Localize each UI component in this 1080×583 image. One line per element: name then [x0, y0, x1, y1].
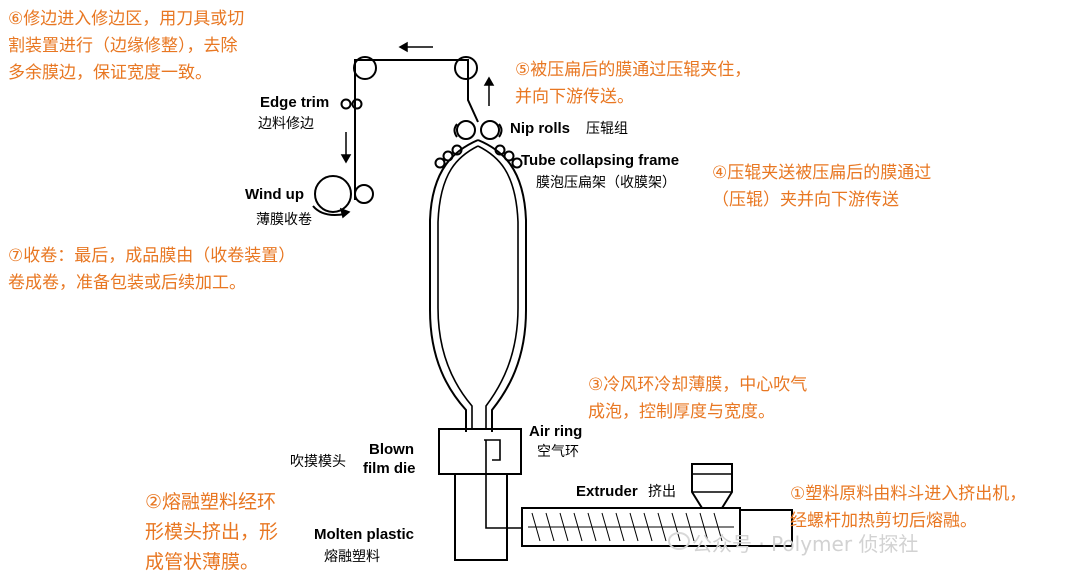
note-step2-die: ②熔融塑料经环 形模头挤出，形 成管状薄膜。 [145, 491, 279, 573]
nip-roll-right [480, 120, 500, 140]
note-step4-collapsing: ④压辊夹送被压扁后的膜通过 （压辊）夹并向下游传送 [712, 163, 932, 210]
die-channel [484, 439, 501, 461]
screw-flight [615, 512, 625, 542]
top-right-roller [454, 56, 478, 80]
label-edge-trim-en: Edge trim [260, 94, 330, 111]
film-web-top [354, 59, 469, 68]
label-blown-die-en-2: film die [363, 460, 416, 477]
screw-flight [643, 512, 653, 542]
watermark: 公众号 · Polymer 侦探社 [692, 532, 919, 556]
film-bubble-inner [437, 145, 519, 430]
nip-rotation-arrow-left [453, 123, 458, 138]
wind-up-idler [354, 184, 374, 204]
screw-flight [629, 512, 639, 542]
note-step1-extruder: ①塑料原料由料斗进入挤出机， 经螺杆加热剪切后熔融。 [790, 484, 1027, 531]
frame-roller-r3 [511, 157, 523, 169]
note-step7-wind-up: ⑦收卷：最后，成品膜由（收卷装置） 卷成卷，准备包装或后续加工。 [8, 246, 296, 293]
label-nip-rolls-zh: 压辊组 [586, 121, 628, 137]
hopper-rim [692, 473, 732, 493]
label-air-ring-en: Air ring [529, 423, 583, 440]
wind-up-arrow-head [339, 207, 351, 219]
label-blown-die-zh: 吹摸模头 [290, 454, 346, 470]
screw-flight [699, 512, 709, 542]
hopper [691, 463, 733, 509]
wind-up-roll [314, 175, 352, 213]
screw-flight [531, 512, 541, 542]
screw-flight [545, 512, 555, 542]
note-step3-air-ring: ③冷风环冷却薄膜，中心吹气 成泡，控制厚度与宽度。 [588, 375, 808, 422]
edge-trim-roller-1 [340, 98, 352, 110]
wind-up-rotation-arrow [312, 205, 346, 216]
screw-flight [601, 512, 611, 542]
label-air-ring-zh: 空气环 [537, 444, 579, 460]
screw-flight [587, 512, 597, 542]
label-blown-die-en-1: Blown [369, 441, 414, 458]
screw-flight [573, 512, 583, 542]
label-nip-rolls-en: Nip rolls [510, 120, 571, 137]
label-extruder-en: Extruder [576, 483, 638, 500]
frame-roller-l3 [434, 157, 446, 169]
screw-flight [657, 512, 667, 542]
note-step6-edge-trim: ⑥修边进入修边区，用刀具或切 割装置进行（边缘修整），去除 多余膜边，保证宽度一… [8, 9, 245, 83]
label-edge-trim-zh: 边料修边 [258, 116, 314, 132]
label-molten-zh: 熔融塑料 [324, 549, 380, 565]
watermark-chat-icon [668, 532, 690, 550]
nip-rotation-arrow-right [498, 123, 503, 138]
blown-film-die [438, 428, 522, 475]
screw-flight [559, 512, 569, 542]
label-molten-en: Molten plastic [314, 526, 415, 543]
melt-channel [485, 440, 522, 529]
label-tube-frame-zh: 膜泡压扁架（收膜架） [536, 175, 676, 191]
label-tube-frame-en: Tube collapsing frame [521, 152, 680, 169]
edge-trim-roller-2 [351, 98, 363, 110]
top-left-roller [353, 56, 377, 80]
film-bubble-outer [429, 139, 527, 432]
arrow-head [483, 76, 495, 86]
screw-flight [685, 512, 695, 542]
label-extruder-zh: 挤出 [648, 484, 676, 500]
label-wind-up-en: Wind up [245, 186, 305, 203]
screw-flight [713, 512, 723, 542]
label-wind-up-zh: 薄膜收卷 [256, 212, 312, 228]
arrow-head [340, 154, 352, 164]
note-step5-nip-rolls: ⑤被压扁后的膜通过压辊夹住， 并向下游传送。 [515, 60, 752, 107]
extruder-drive [739, 509, 793, 547]
die-body [454, 473, 508, 561]
arrow-head [398, 41, 408, 53]
nip-roll-left [456, 120, 476, 140]
